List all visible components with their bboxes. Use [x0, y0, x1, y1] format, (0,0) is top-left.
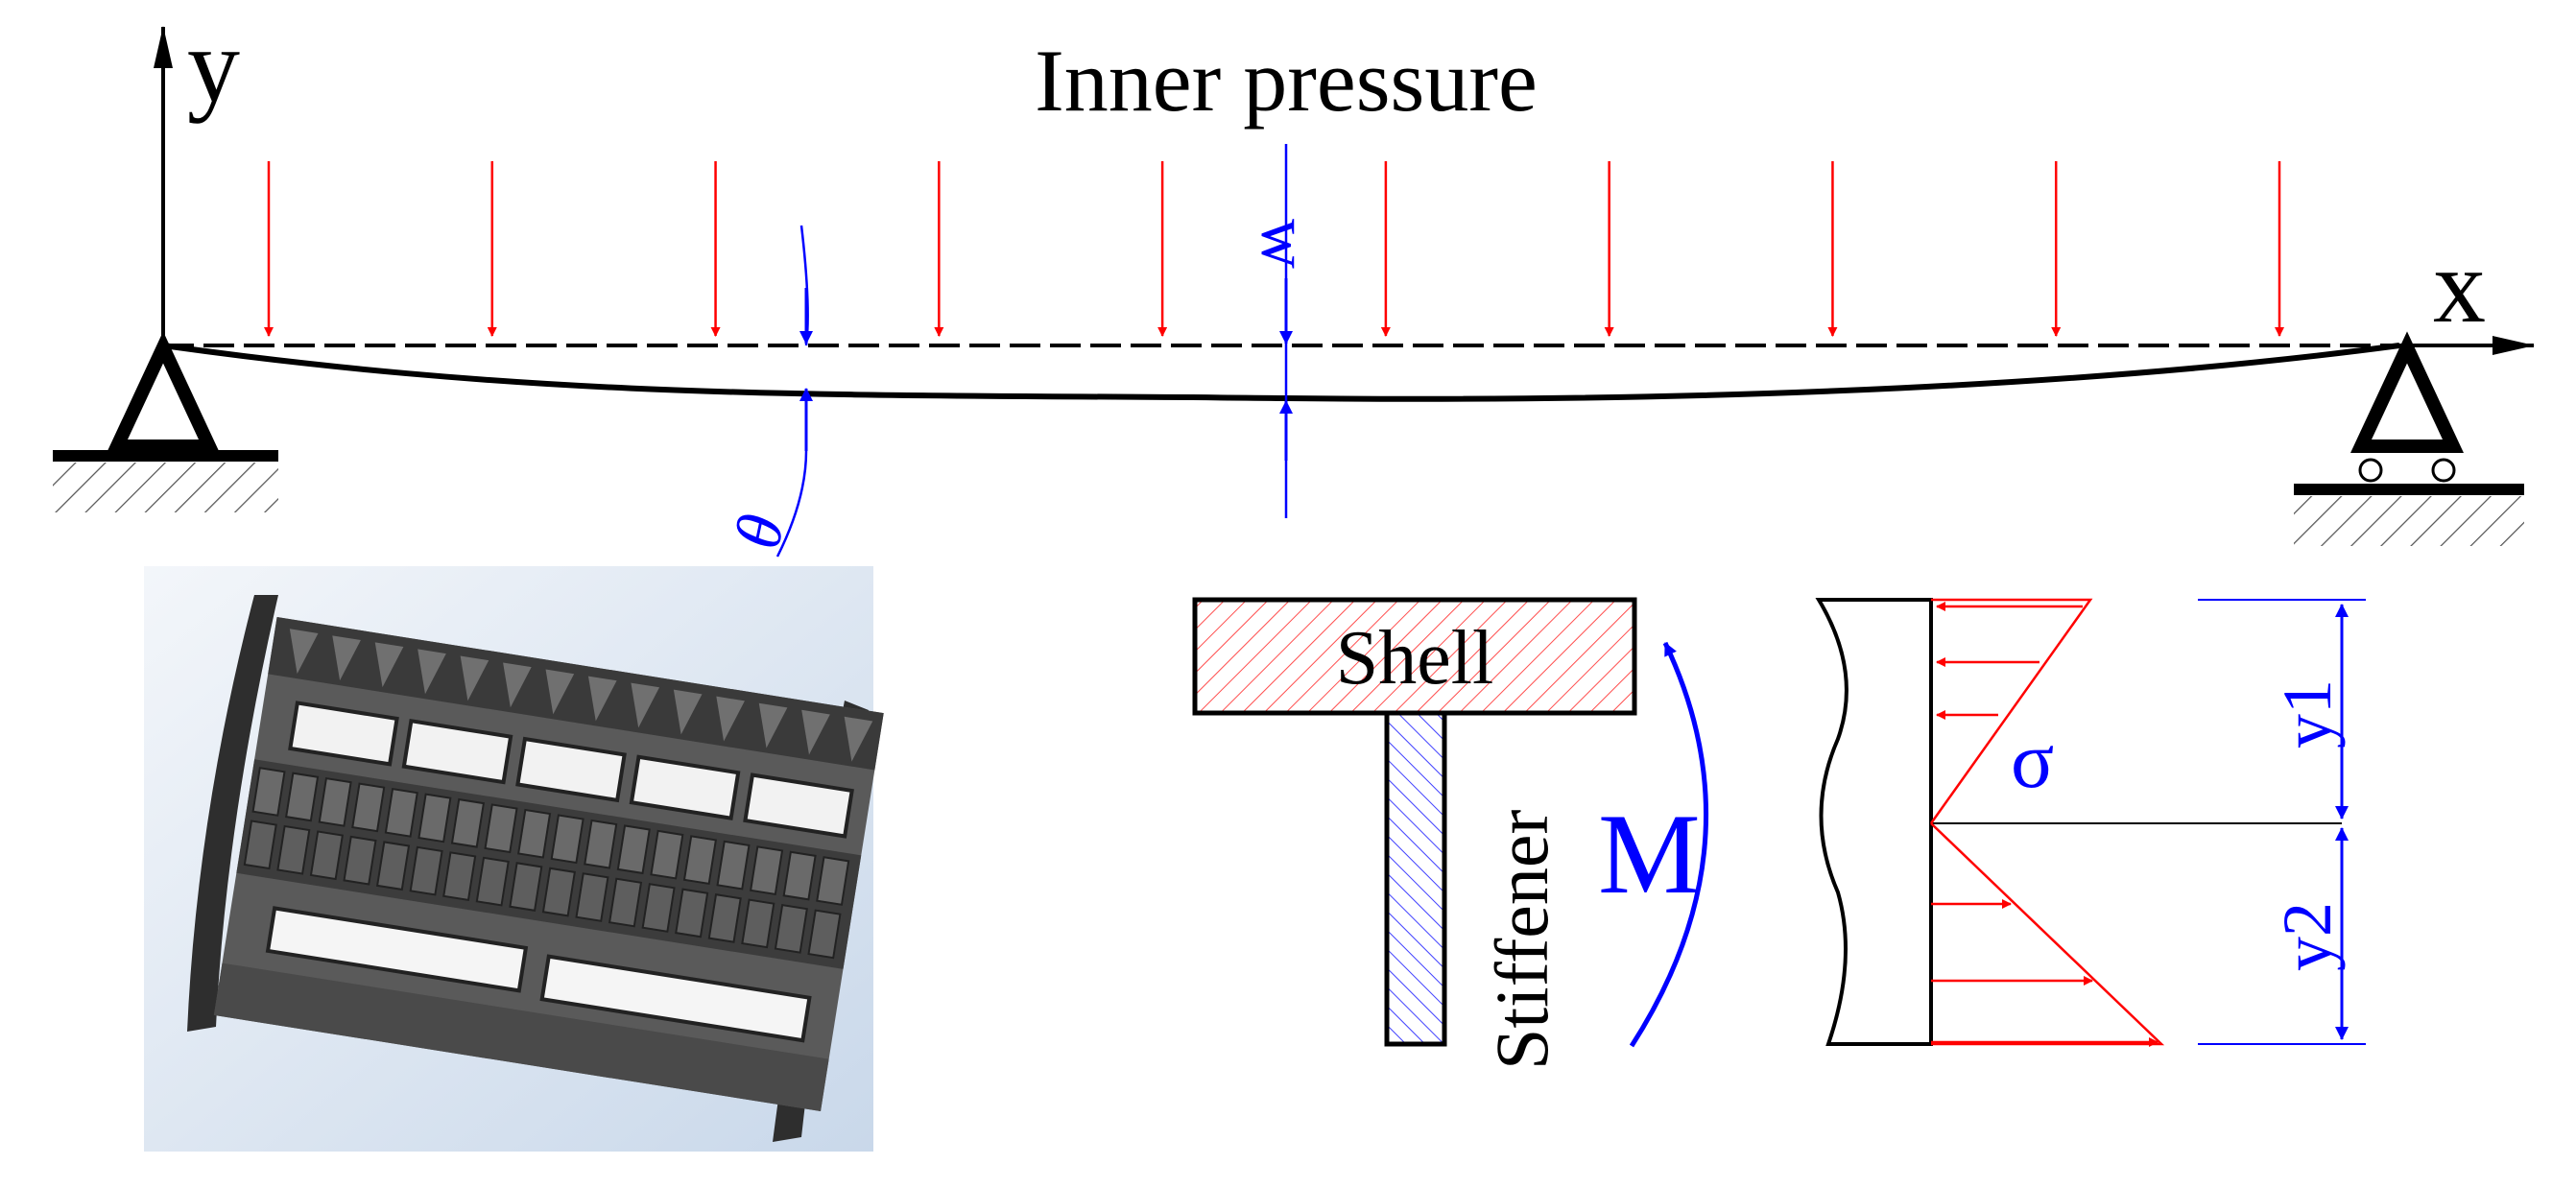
deflection-label: w — [1247, 219, 1324, 269]
panel-rib — [716, 696, 745, 742]
grid-cell — [584, 819, 618, 869]
left-pin-support — [53, 331, 278, 512]
grid-cell — [509, 862, 543, 912]
inner-pressure-title: Inner pressure — [1035, 32, 1538, 130]
grid-cell — [774, 903, 808, 954]
grid-cell — [318, 777, 352, 827]
grid-cell — [409, 845, 443, 896]
grid-cell — [484, 803, 518, 854]
grid-cell — [450, 797, 486, 848]
grid-cell — [541, 867, 576, 917]
panel-rib — [289, 629, 319, 675]
grid-cell — [816, 856, 850, 906]
compression-triangle — [1929, 598, 2093, 824]
grid-cell — [343, 835, 377, 886]
shell-label: Shell — [1336, 616, 1493, 701]
moment-arc — [1629, 641, 1708, 1048]
grid-cell — [475, 856, 510, 907]
stiffened-panel-3d-model — [144, 566, 884, 1152]
deflection-dimension: w — [1247, 144, 1324, 518]
grid-cell — [807, 909, 842, 960]
grid-cell — [417, 793, 452, 843]
grid-cell — [782, 850, 817, 901]
stiffener-web — [1384, 710, 1447, 1047]
y2-label: y2 — [2269, 902, 2346, 971]
rotation-label: θ — [720, 509, 798, 555]
panel-rib — [673, 689, 703, 735]
y-axis-label: y — [187, 7, 240, 124]
beam-section: y x Inner pressure w — [53, 7, 2535, 558]
grid-cell — [575, 872, 609, 922]
grid-cell — [384, 787, 418, 838]
grid-cell — [716, 840, 751, 891]
panel-rib — [844, 716, 873, 762]
grid-cell — [650, 829, 684, 880]
stiffener-label: Stiffener — [1480, 809, 1563, 1070]
grid-cell — [608, 877, 643, 928]
grid-cell — [707, 893, 742, 943]
grid-cell — [616, 824, 651, 875]
grid-cell — [243, 820, 277, 870]
grid-cell — [375, 841, 411, 891]
panel-rib — [460, 655, 489, 701]
grid-cell — [749, 845, 784, 895]
grid-cell — [641, 883, 676, 933]
panel-rib — [801, 709, 830, 755]
panel-rib — [332, 635, 361, 681]
grid-cell — [276, 824, 311, 875]
grid-cell — [682, 835, 718, 886]
grid-cell — [550, 814, 584, 865]
panel-rib — [545, 669, 575, 715]
panel-rib — [417, 649, 446, 695]
stress-distribution: σ y1 y2 — [1815, 598, 2366, 1047]
grid-cell — [309, 830, 344, 881]
sigma-label: σ — [2011, 716, 2054, 805]
panel-rib — [374, 642, 404, 688]
grid-cell — [741, 898, 775, 949]
panel-rib — [587, 676, 617, 722]
panel-rib — [503, 662, 532, 708]
pressure-arrows — [264, 161, 2284, 337]
t-section: Shell Stiffener M — [1192, 597, 1708, 1070]
grid-cell — [675, 888, 709, 939]
grid-cell — [517, 808, 552, 859]
panel-rib — [758, 702, 788, 748]
deflected-beam — [162, 343, 2400, 402]
panel-rib — [631, 682, 660, 728]
grid-cell — [351, 782, 386, 833]
y1-label: y1 — [2269, 679, 2346, 748]
x-axis-label: x — [2433, 227, 2486, 345]
right-roller-support — [2294, 331, 2524, 546]
moment-label: M — [1598, 790, 1701, 917]
grid-cell — [251, 767, 286, 817]
section-outline — [1815, 598, 1933, 1046]
tension-triangle — [1930, 822, 2165, 1046]
grid-cell — [285, 772, 320, 822]
grid-cell — [442, 851, 477, 902]
